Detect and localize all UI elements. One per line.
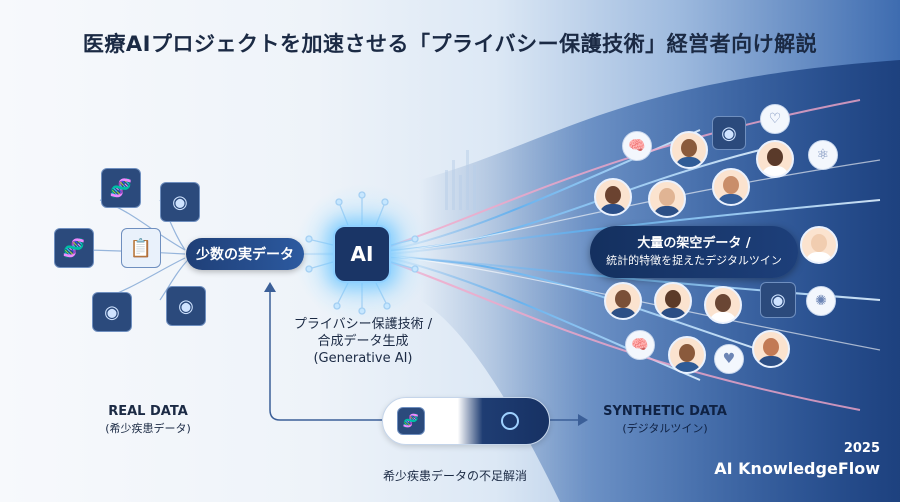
network-node-icon [501,412,519,430]
brain-scan-icon: ◉ [760,282,796,318]
synthetic-data-label: SYNTHETIC DATA (デジタルツイン) [585,403,745,437]
page-title: 医療AIプロジェクトを加速させる「プライバシー保護技術」経営者向け解説 [82,32,818,56]
heartbeat-icon: ♡ [760,104,790,134]
method-label-line3: (Generative AI) [313,351,413,366]
avatar [654,282,692,320]
brain-icon: 🧠 [622,131,652,161]
real-data-subtitle: (希少疾患データ) [105,422,191,435]
brain-scan-icon: ◉ [166,286,206,326]
brand-block: 2025 AI KnowledgeFlow [714,440,880,480]
background-bars [445,150,476,210]
synthetic-data-title: SYNTHETIC DATA [603,404,727,419]
feedback-arrow [269,290,580,421]
avatar [704,286,742,324]
transition-capsule: 🧬 [382,397,550,445]
dna-icon: 🧬 [101,168,141,208]
avatar [668,336,706,374]
virus-icon: ✺ [806,286,836,316]
real-data-title: REAL DATA [108,404,188,419]
feedback-arrow-head-up [264,282,276,292]
output-data-pill: 大量の架空データ / 統計的特徴を捉えたデジタルツイン [590,226,798,278]
dna-icon: 🧬 [397,407,425,435]
bottom-caption: 希少疾患データの不足解消 [382,469,527,483]
clipboard-icon: 📋 [121,228,161,268]
heartbeat-icon: ♥ [714,344,744,374]
avatar [604,282,642,320]
avatar [756,140,794,178]
brand-year: 2025 [843,441,880,456]
avatar [800,226,838,264]
brand-name: AI KnowledgeFlow [714,459,880,478]
avatar [712,168,750,206]
molecule-icon: ⚛ [808,140,838,170]
output-pill-line2: 統計的特徴を捉えたデジタルツイン [606,254,782,267]
real-data-label: REAL DATA (希少疾患データ) [68,403,228,437]
brain-icon: 🧠 [625,330,655,360]
brain-scan-icon: ◉ [712,116,746,150]
method-label-line2: 合成データ生成 [317,334,409,349]
input-data-pill: 少数の実データ [186,238,304,270]
ai-chip: AI [333,225,391,283]
avatar [594,178,632,216]
dna-icon: 🧬 [54,228,94,268]
method-label: プライバシー保護技術 / 合成データ生成 (Generative AI) [268,316,458,367]
avatar [752,330,790,368]
avatar [648,180,686,218]
synthetic-data-subtitle: (デジタルツイン) [622,422,708,435]
output-pill-line1: 大量の架空データ / [637,236,751,251]
brain-scan-icon: ◉ [92,292,132,332]
feedback-arrow-head-right [578,414,588,426]
brain-scan-icon: ◉ [160,182,200,222]
avatar [670,131,708,169]
method-label-line1: プライバシー保護技術 / [293,317,433,332]
